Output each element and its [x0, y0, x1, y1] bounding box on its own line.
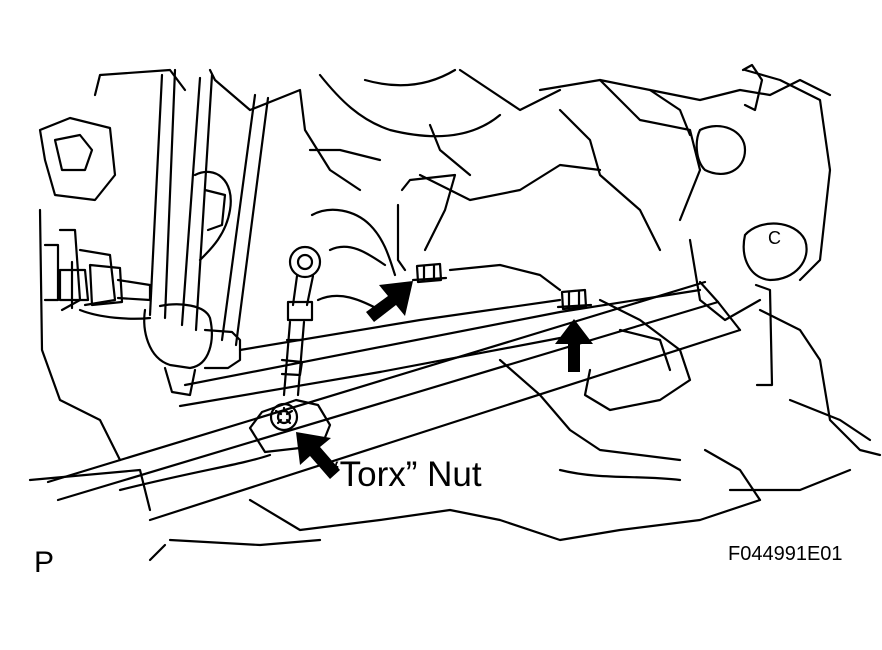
stabilizer-link-left [58, 260, 242, 397]
suspension-rods [148, 68, 270, 347]
arrow-icon [366, 281, 413, 322]
chassis-outline [28, 68, 882, 562]
component-mark: C [768, 228, 781, 248]
arrow-icon [555, 319, 593, 372]
arrow-icon [296, 432, 340, 479]
torx-nut-callout: “Torx” Nut [328, 455, 482, 494]
bolt-icon [741, 63, 764, 112]
view-letter: P [34, 546, 55, 579]
flange-nut-icon [411, 262, 448, 284]
figure-code: F044991E01 [728, 543, 843, 565]
torx-nut-icon [248, 398, 332, 454]
flange-nut-icon [556, 288, 593, 311]
stabilizer-link-right [280, 245, 322, 397]
